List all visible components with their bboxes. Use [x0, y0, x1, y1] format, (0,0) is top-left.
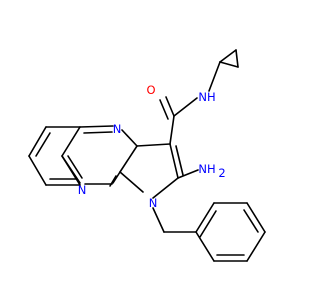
- amide-nh-label: NH: [198, 90, 215, 104]
- benzo-double-bond: [67, 155, 83, 179]
- ring-bond: [119, 171, 144, 193]
- amino-bond: [177, 169, 199, 179]
- oxygen-label: O: [146, 83, 155, 97]
- carbonyl-double-bond: [165, 96, 175, 117]
- phenyl-double-bond: [199, 210, 217, 238]
- pyrrole-n-label: N: [149, 196, 158, 210]
- benzo-bond: [28, 126, 47, 157]
- ring-bond: [112, 171, 121, 184]
- ring-n-top-label: N: [113, 122, 122, 136]
- ring-double-bond: [175, 145, 184, 176]
- ring-n-bottom-label: N: [78, 183, 87, 197]
- benzo-bond: [61, 155, 81, 186]
- benzyl-ch2-bond: [152, 207, 165, 233]
- ring-bond: [136, 143, 171, 147]
- amino-subscript: 2: [218, 166, 225, 180]
- phenyl-bond: [246, 202, 266, 233]
- ring-bond: [121, 129, 138, 147]
- phenyl-bond: [195, 231, 215, 262]
- carbonyl-double-bond-2: [159, 99, 169, 120]
- amide-cn-bond: [173, 97, 198, 117]
- phenyl-bond: [195, 202, 215, 233]
- cyclopropyl-nh-bond: [208, 61, 221, 92]
- cyclopropyl-bond: [219, 61, 239, 68]
- phenyl-bond: [246, 231, 266, 262]
- benzo-double-bond: [35, 132, 51, 157]
- molecule-diagram: O NH N N N NH 2: [28, 49, 266, 262]
- ring-bond: [169, 143, 179, 179]
- phenyl-double-bond: [243, 209, 259, 233]
- structure-canvas: O NH N N N NH 2: [28, 49, 266, 262]
- ring-double-bond: [109, 175, 117, 187]
- ring-bond: [152, 177, 179, 199]
- ring-bond: [61, 126, 81, 157]
- cyclopropyl-bond: [219, 49, 237, 63]
- ring-bond: [79, 125, 114, 128]
- amide-ring-bond: [169, 115, 175, 145]
- bonds: [28, 49, 266, 262]
- atom-labels: O NH N N N NH 2: [78, 83, 226, 210]
- cyclopropyl-bond: [235, 49, 239, 68]
- ring-double-bond: [83, 131, 113, 134]
- benzo-bond: [28, 155, 47, 186]
- amino-nh-label: NH: [198, 162, 215, 176]
- ring-bond: [119, 145, 138, 173]
